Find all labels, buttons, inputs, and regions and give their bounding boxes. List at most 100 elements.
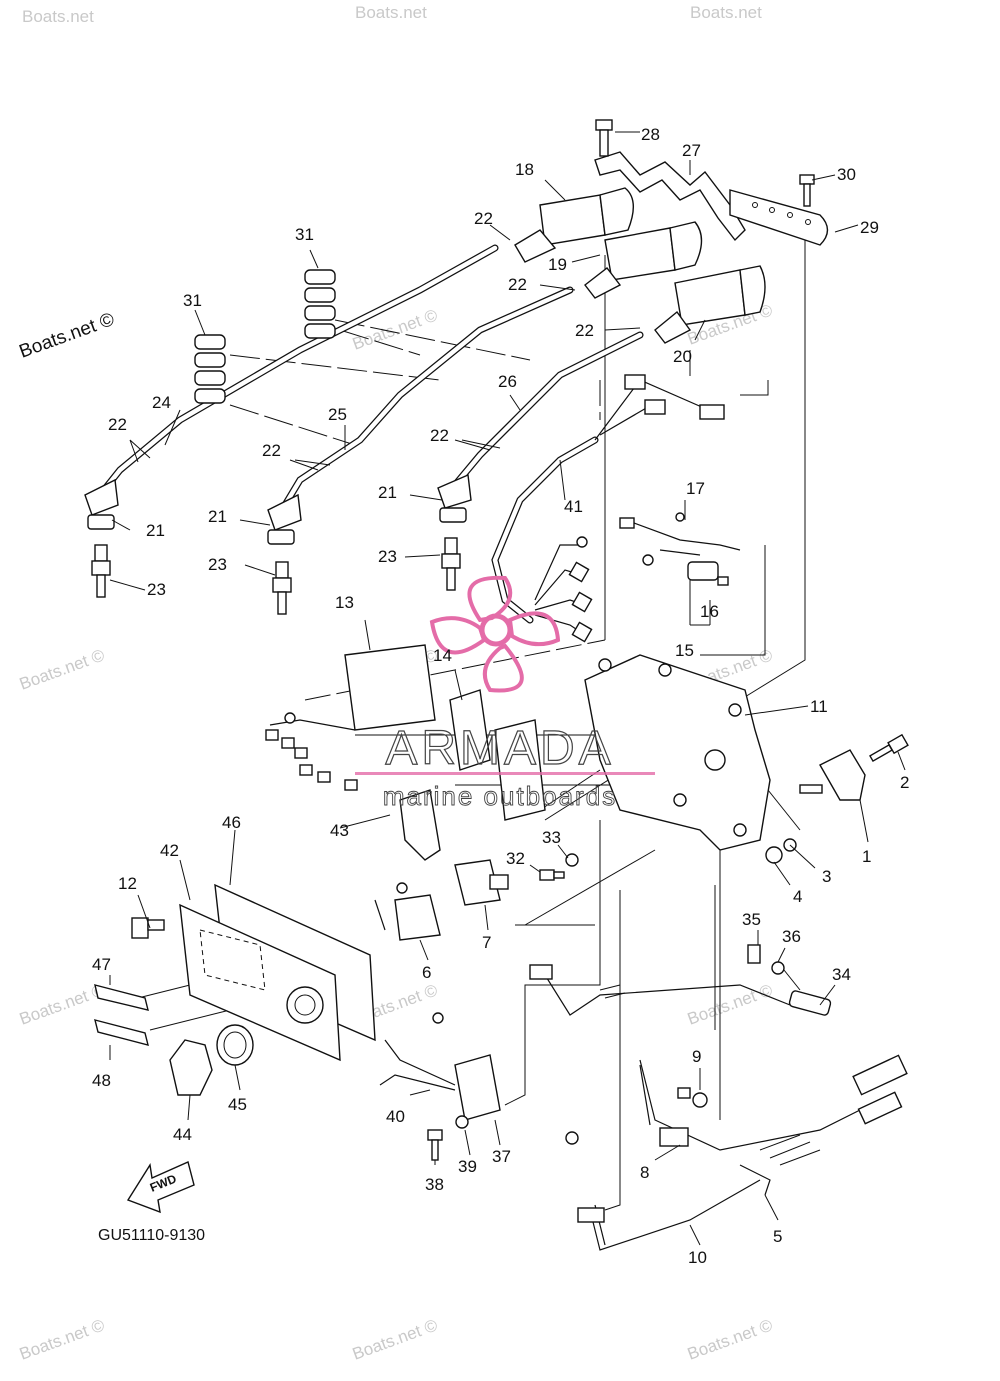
watermark-site-copyright: Boats.net © <box>17 980 108 1028</box>
callout-10: 10 <box>688 1248 707 1267</box>
callout-27: 27 <box>682 141 701 160</box>
clamp-5 <box>739 1164 771 1196</box>
mounting-plate-11 <box>584 654 771 851</box>
sensor-34 <box>529 964 832 1016</box>
bolt-35 <box>747 944 761 964</box>
fwd-arrow-icon: FWD <box>126 1161 195 1214</box>
washer-36 <box>771 961 785 975</box>
cable-clip-31 <box>194 334 226 404</box>
plug-cap-21 <box>84 478 119 530</box>
plug-cap-21 <box>437 473 472 523</box>
watermark-site: Boats.net <box>355 3 427 22</box>
ignition-coil-20 <box>654 265 766 344</box>
callout-34: 34 <box>832 965 851 984</box>
callout-32: 32 <box>506 849 525 868</box>
callout-39: 39 <box>458 1157 477 1176</box>
bolt-12 <box>131 917 165 939</box>
spark-plug-23 <box>272 561 292 615</box>
label-47 <box>94 984 149 1011</box>
screw-30 <box>799 174 815 207</box>
callout-21: 21 <box>208 507 227 526</box>
plug-cap-21 <box>267 493 302 545</box>
callout-2: 2 <box>900 773 909 792</box>
spark-plug-23 <box>441 537 461 591</box>
watermark-site: Boats.net <box>22 7 94 26</box>
brand-watermark: ARMADA marine outboards <box>355 575 655 811</box>
callout-47: 47 <box>92 955 111 974</box>
callout-21: 21 <box>146 521 165 540</box>
watermark-site-copyright-dark: Boats.net © <box>17 309 118 363</box>
callout-22: 22 <box>575 321 594 340</box>
seal-45 <box>216 1024 254 1066</box>
propeller-logo-icon <box>429 575 561 693</box>
bolt-38 <box>427 1129 443 1161</box>
label-48 <box>94 1019 149 1046</box>
callout-22: 22 <box>262 441 281 460</box>
relay-6 <box>374 882 441 941</box>
callout-23: 23 <box>378 547 397 566</box>
callout-40: 40 <box>386 1107 405 1126</box>
cover-42 <box>179 903 341 1062</box>
cdi-unit-13 <box>265 644 436 791</box>
watermark-site: Boats.net <box>690 3 762 22</box>
callout-26: 26 <box>498 372 517 391</box>
callout-23: 23 <box>208 555 227 574</box>
callout-13: 13 <box>335 593 354 612</box>
callout-14: 14 <box>433 646 452 665</box>
cap-44 <box>169 1039 213 1096</box>
callout-labels: 1 2 3 4 5 6 7 8 9 10 11 12 13 14 15 16 1… <box>92 125 909 1267</box>
cable-8 <box>639 1054 908 1166</box>
watermark-site-copyright: Boats.net © <box>17 1315 108 1363</box>
callout-9: 9 <box>692 1047 701 1066</box>
callout-22: 22 <box>508 275 527 294</box>
callout-3: 3 <box>822 867 831 886</box>
callout-36: 36 <box>782 927 801 946</box>
callout-4: 4 <box>793 887 802 906</box>
leader-lines <box>129 230 806 1211</box>
watermark-site-copyright: Boats.net © <box>350 305 441 353</box>
switch-7 <box>454 859 509 906</box>
callout-leaders <box>109 131 906 1246</box>
callout-5: 5 <box>773 1227 782 1246</box>
ignition-coil-19 <box>584 221 703 299</box>
bolt-28 <box>595 119 613 157</box>
callout-1: 1 <box>862 847 871 866</box>
callout-22: 22 <box>108 415 127 434</box>
callout-24: 24 <box>152 393 171 412</box>
callout-23: 23 <box>147 580 166 599</box>
sensor-1 <box>799 749 866 801</box>
callout-41: 41 <box>564 497 583 516</box>
spark-plug-lead-24 <box>96 244 499 499</box>
watermark-site-copyright: Boats.net © <box>350 1315 441 1363</box>
callout-11: 11 <box>810 697 828 716</box>
callout-20: 20 <box>673 347 692 366</box>
holder-37 <box>454 1054 501 1121</box>
cdi-holder-14 <box>449 689 546 821</box>
callout-35: 35 <box>742 910 761 929</box>
watermark-site-copyright: Boats.net © <box>685 1315 776 1363</box>
callout-44: 44 <box>173 1125 192 1144</box>
callout-43: 43 <box>330 821 349 840</box>
callout-31: 31 <box>295 225 314 244</box>
callout-16: 16 <box>700 602 719 621</box>
callout-12: 12 <box>118 874 137 893</box>
callout-42: 42 <box>160 841 179 860</box>
callout-28: 28 <box>641 125 660 144</box>
callout-29: 29 <box>860 218 879 237</box>
cable-10 <box>565 1131 761 1251</box>
callout-19: 19 <box>548 255 567 274</box>
diagram-code: GU51110-9130 <box>98 1227 205 1244</box>
callout-33: 33 <box>542 828 561 847</box>
callout-15: 15 <box>675 641 694 660</box>
bracket-43 <box>399 789 441 861</box>
brand-name-watermark: ARMADA <box>385 722 614 775</box>
plate-29 <box>729 189 829 246</box>
spark-plug-lead-26 <box>451 331 644 489</box>
spark-plug-lead-25 <box>281 286 574 509</box>
callout-48: 48 <box>92 1071 111 1090</box>
callout-30: 30 <box>837 165 856 184</box>
callout-22: 22 <box>474 209 493 228</box>
washer-33 <box>565 853 579 867</box>
callout-38: 38 <box>425 1175 444 1194</box>
